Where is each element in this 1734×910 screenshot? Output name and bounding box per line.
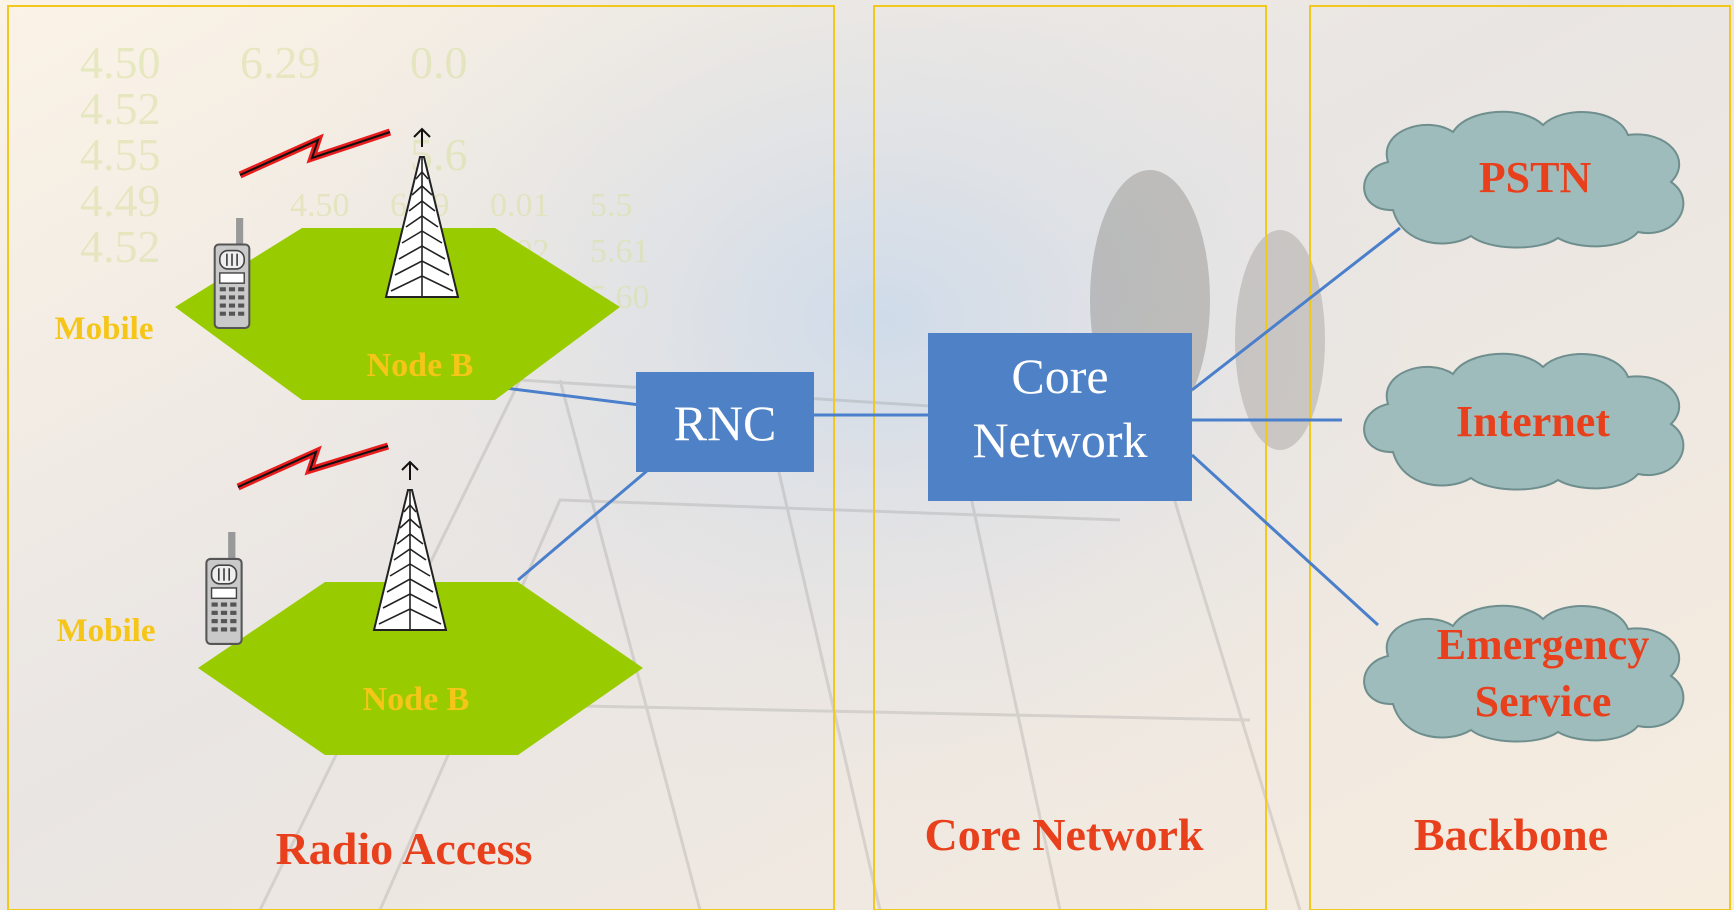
person-silhouette [1235,230,1325,450]
node-b-bottom-hexagon[interactable] [198,582,643,755]
node-b-top-hexagon[interactable] [175,228,620,400]
core-network-section [873,5,1267,910]
ticker-value: 4.55 [80,129,161,180]
ticker-value: 5.5 [590,187,633,224]
connection-lines [504,226,1401,627]
backbone-section [1309,5,1731,910]
emergency-label-line1: Emergency [1437,620,1650,669]
ticker-value: 4.52 [80,221,161,272]
core-network-line2: Network [973,412,1148,468]
ticker-value: 4.52 [80,83,161,134]
emergency-label-line2: Service [1475,677,1612,726]
globe-backdrop [250,0,1400,910]
core-network-box[interactable] [928,333,1192,501]
ticker-value: 0.0 [410,37,468,88]
node-b-top-label: Node B [367,347,474,384]
rnc-label: RNC [674,395,777,451]
ticker-value: 5.61 [590,233,650,270]
pstn-label: PSTN [1479,153,1592,202]
ticker-value: 4.49 [80,175,161,226]
radio-access-section [7,5,835,910]
core-network-line1: Core [1011,348,1108,404]
internet-label: Internet [1456,397,1610,446]
mobile-top-label: Mobile [55,311,154,347]
link-core-emergency [1190,453,1380,627]
radio-access-title: Radio Access [276,823,533,874]
link-nodeb-bottom-rnc [517,468,649,582]
core-network-title: Core Network [925,809,1204,860]
mobile-bottom-label: Mobile [57,613,156,649]
ticker-value: 4.50 [290,187,350,224]
node-b-bottom-label: Node B [363,681,470,718]
link-nodeb-top-rnc [504,386,641,407]
ticker-value: 0.01 [490,187,550,224]
backbone-title: Backbone [1414,809,1608,860]
ticker-value: 4.50 [80,37,161,88]
rnc-box[interactable] [636,372,814,472]
link-core-pstn [1191,226,1401,392]
ticker-value: 6.29 [240,37,321,88]
